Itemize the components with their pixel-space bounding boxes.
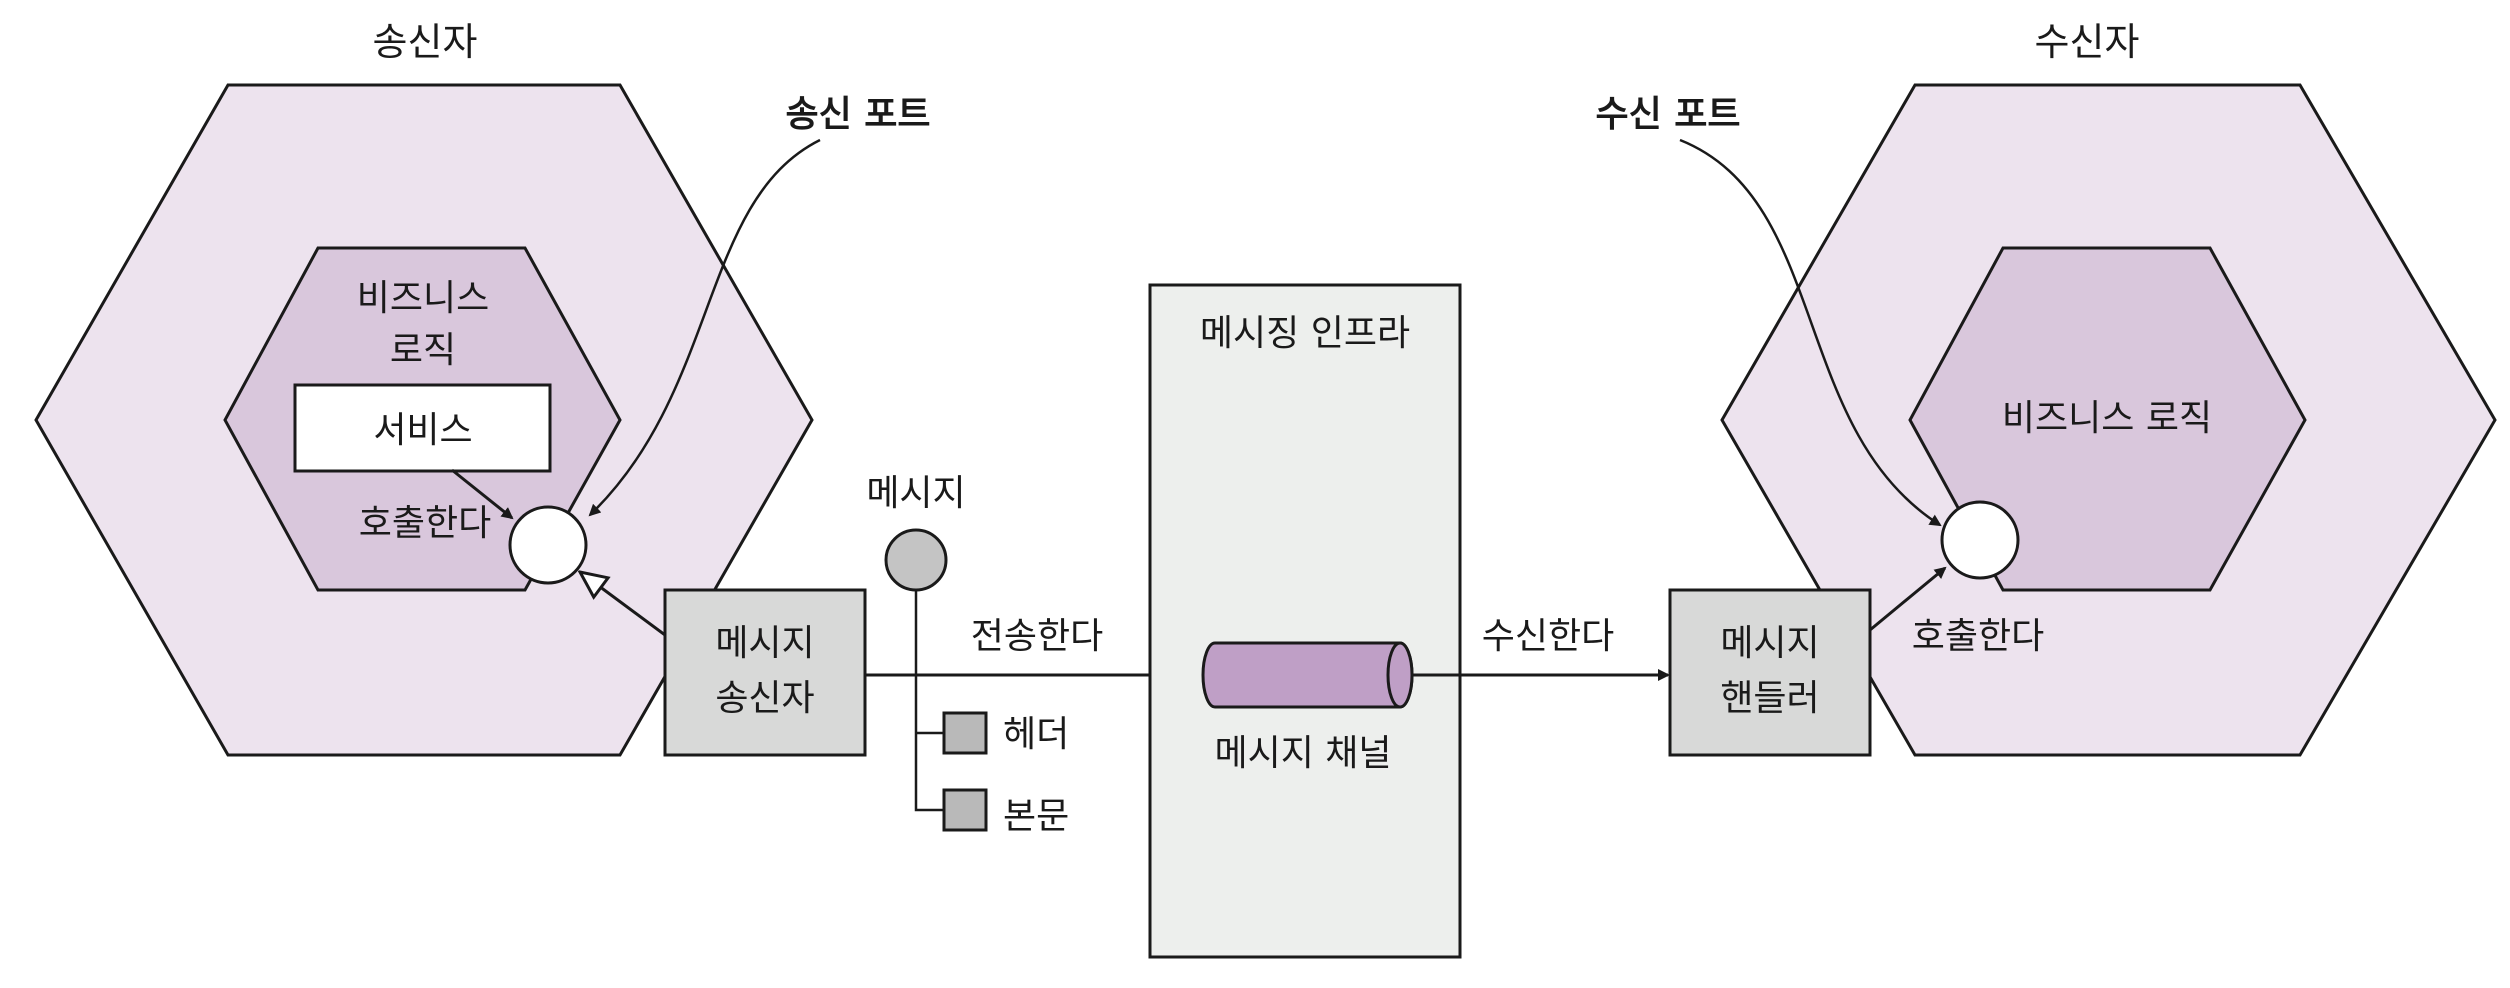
receiver-business-logic-label: 비즈니스 로직 [2002, 398, 2212, 439]
sender-business-logic-label: 비즈니스 [357, 278, 489, 319]
service-label: 서비스 [373, 410, 472, 451]
adapter-implements-port-arrow [580, 572, 666, 637]
message-dot [884, 528, 948, 592]
messaging-infrastructure-title: 메시징 인프라 [1200, 313, 1410, 354]
send-label: 전송한다 [971, 616, 1103, 657]
receiver-port-callout [1679, 138, 1942, 527]
message-channel-end [1386, 641, 1414, 709]
message-header-label: 헤더 [1003, 714, 1069, 755]
sender-port-label: 송신 포트 [785, 94, 930, 135]
receiver-inner-hexagon [1908, 246, 2307, 592]
sender-title: 송신자 [373, 20, 478, 64]
messaging-infrastructure-box [1148, 283, 1462, 959]
message-label: 메시지 [866, 473, 965, 514]
message-body-label: 본문 [1003, 796, 1069, 837]
handler-invokes-port-arrow [1869, 566, 1947, 632]
message-sender-label-2: 송신자 [715, 678, 814, 719]
sender-business-logic-label-2: 로직 [390, 330, 456, 371]
message-sender-label-1: 메시지 [715, 623, 814, 664]
message-channel-label: 메시지 채널 [1214, 733, 1391, 774]
sender-port [508, 505, 588, 585]
message-handler-label-2: 핸들러 [1720, 678, 1819, 719]
message-sender-adapter [663, 588, 867, 757]
sender-port-callout [588, 138, 821, 517]
receiver-invokes-label: 호출한다 [1912, 616, 2044, 657]
service-box [293, 383, 552, 473]
receiver-port [1940, 500, 2020, 580]
message-body-box [942, 788, 988, 832]
receive-label: 수신한다 [1482, 616, 1614, 657]
message-header-box [942, 711, 988, 755]
message-handler-adapter [1668, 588, 1872, 757]
receiver-port-label: 수신 포트 [1595, 94, 1740, 135]
sender-invokes-label: 호출한다 [359, 503, 491, 544]
service-to-port-arrow [451, 468, 514, 520]
message-structure-line [914, 590, 944, 812]
message-channel [1201, 641, 1414, 709]
receiver-title: 수신자 [2035, 20, 2140, 64]
message-handler-label-1: 메시지 [1720, 623, 1819, 664]
